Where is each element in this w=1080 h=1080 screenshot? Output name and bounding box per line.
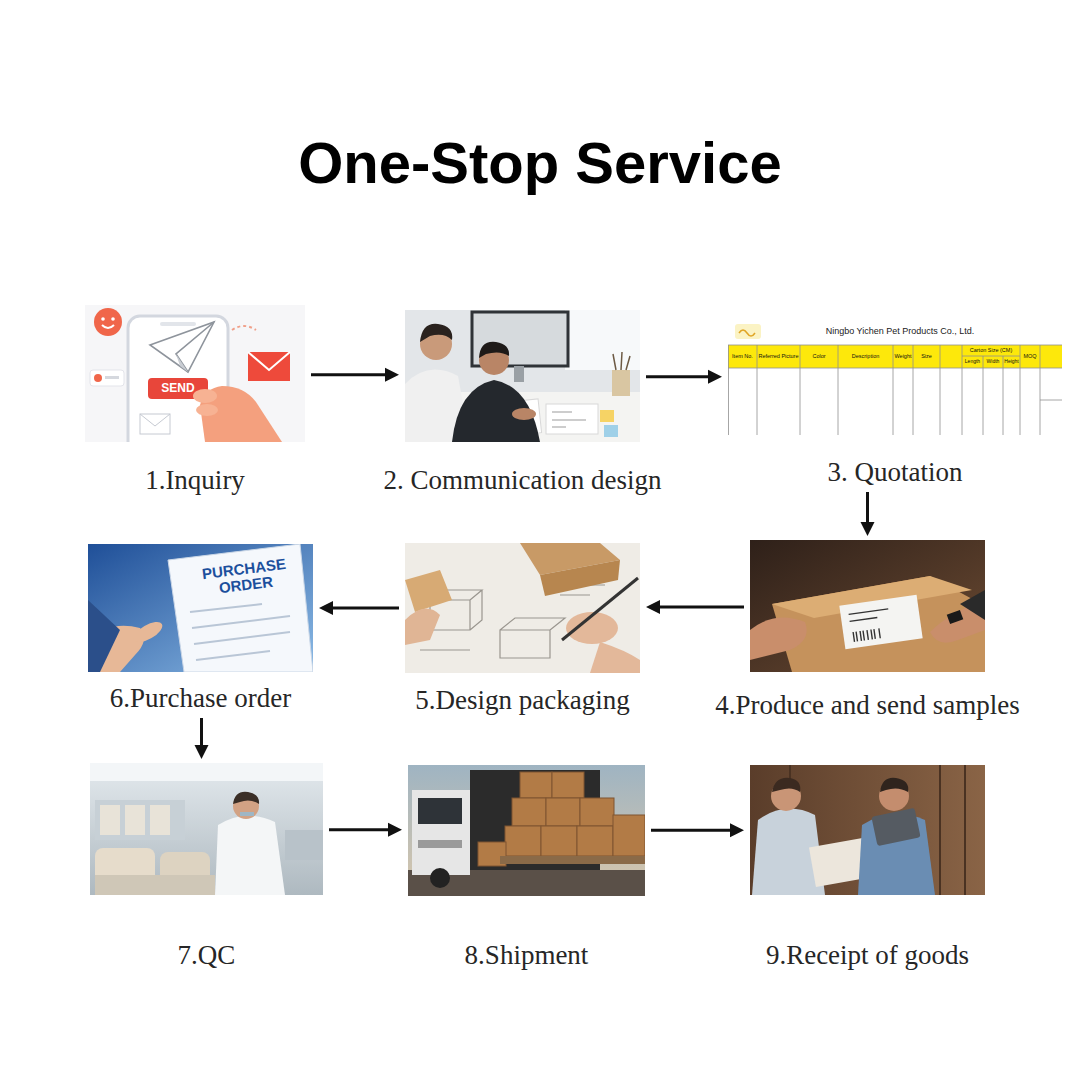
flow-arrow — [861, 492, 875, 536]
arrow-head — [708, 370, 722, 384]
process-step: 8.Shipment — [408, 765, 645, 971]
table-header: MOQ — [1020, 345, 1040, 368]
step-caption: 9.Receipt of goods — [766, 939, 969, 971]
arrow-head — [195, 745, 209, 759]
step-picture-area — [90, 763, 323, 895]
step-picture-area — [750, 540, 985, 672]
step-picture-area — [728, 320, 1062, 435]
process-step: 7.QC — [90, 763, 323, 971]
step-picture-area — [405, 543, 640, 673]
step-picture-area — [750, 765, 985, 895]
step-caption: 8.Shipment — [465, 939, 589, 971]
flow-arrow — [329, 823, 402, 837]
table-header: Description — [838, 345, 893, 368]
table-header: Width — [983, 356, 1003, 368]
arrow-head — [646, 600, 660, 614]
step-caption: 3. Quotation — [828, 456, 963, 488]
step-picture-area — [405, 310, 640, 442]
table-header: Weight — [893, 345, 913, 368]
sheet-title: Ningbo Yichen Pet Products Co., Ltd. — [780, 325, 1020, 339]
flow-arrow — [311, 368, 399, 382]
goods-receipt-picture — [750, 765, 985, 895]
table-header: Carton Size (CM) — [962, 345, 1020, 356]
arrow-shaft — [311, 373, 387, 376]
flow-arrow — [646, 370, 722, 384]
arrow-shaft — [329, 828, 390, 831]
step-caption: 5.Design packaging — [415, 684, 629, 716]
process-step: 3. Quotation — [728, 320, 1062, 488]
quality-control-picture — [90, 763, 323, 895]
arrow-shaft — [200, 718, 203, 747]
step-picture-area — [408, 765, 645, 896]
button-text: SEND — [148, 378, 208, 399]
document-heading: PURCHASE ORDER — [188, 549, 302, 604]
shipment-truck-picture — [408, 765, 645, 896]
step-caption: 6.Purchase order — [110, 682, 291, 714]
sample-box-picture — [750, 540, 985, 672]
step-caption: 4.Produce and send samples — [715, 689, 1019, 721]
process-step: 5.Design packaging — [405, 543, 640, 716]
arrow-head — [319, 601, 333, 615]
arrow-head — [385, 368, 399, 382]
arrow-head — [388, 823, 402, 837]
step-picture-area — [85, 305, 305, 442]
quotation-sheet-picture — [728, 320, 1062, 435]
flow-arrow — [651, 823, 744, 837]
flow-arrow — [195, 718, 209, 759]
arrow-shaft — [658, 606, 744, 609]
step-caption: 7.QC — [178, 939, 236, 971]
table-header: Size — [913, 345, 940, 368]
process-step: 4.Produce and send samples — [750, 540, 985, 721]
process-step: 1.Inquiry — [85, 305, 305, 496]
flow-arrow — [319, 601, 399, 615]
title: One-Stop Service — [0, 128, 1080, 198]
arrow-shaft — [646, 375, 710, 378]
flow-arrow — [646, 600, 744, 614]
table-header: Height — [1003, 356, 1020, 368]
step-caption: 2. Communication design — [383, 464, 661, 496]
arrow-shaft — [866, 492, 869, 524]
step-caption: 1.Inquiry — [145, 464, 245, 496]
purchase-order-picture — [88, 544, 313, 672]
inquiry-picture — [85, 305, 305, 442]
arrow-shaft — [651, 829, 732, 832]
table-header: Referred Picture — [757, 345, 800, 368]
packaging-sketch-picture — [405, 543, 640, 673]
arrow-head — [861, 522, 875, 536]
table-header: Item No. — [728, 345, 757, 368]
table-header: Color — [800, 345, 838, 368]
process-step: 9.Receipt of goods — [750, 765, 985, 971]
arrow-shaft — [331, 607, 399, 610]
process-step: 2. Communication design — [405, 310, 640, 496]
table-header: Length — [962, 356, 983, 368]
design-meeting-picture — [405, 310, 640, 442]
arrow-head — [730, 823, 744, 837]
